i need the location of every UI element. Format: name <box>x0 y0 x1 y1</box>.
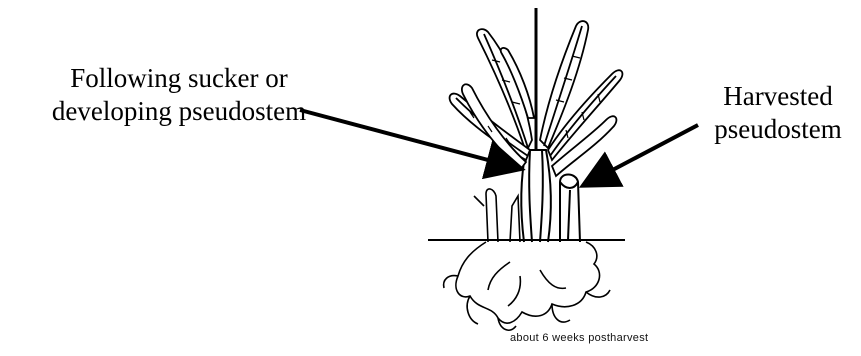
label-harvested-pseudostem: Harvested pseudostem <box>698 80 858 146</box>
small-sucker <box>474 189 520 242</box>
label-line: Harvested <box>698 80 858 113</box>
label-line: Following sucker or <box>14 62 344 95</box>
label-following-sucker: Following sucker or developing pseudoste… <box>14 62 344 128</box>
caption: about 6 weeks postharvest <box>510 332 648 344</box>
roots <box>444 242 610 330</box>
label-line: developing pseudostem <box>14 95 344 128</box>
label-line: pseudostem <box>698 113 858 146</box>
harvested-pseudostem <box>560 175 580 243</box>
